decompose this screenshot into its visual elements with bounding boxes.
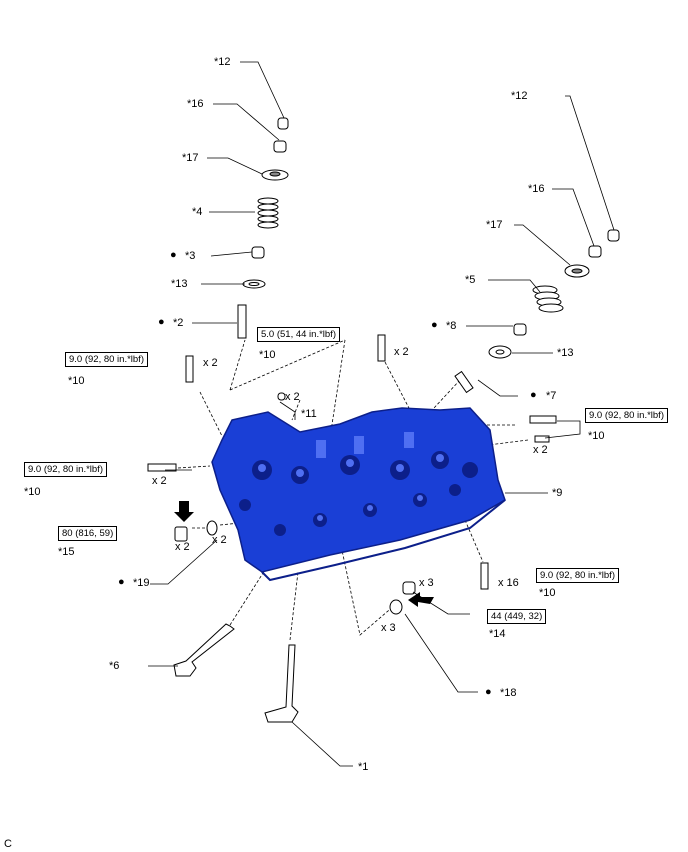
install-arrows <box>174 501 434 607</box>
valves <box>173 623 299 723</box>
torque-box-right-upper: 9.0 (92, 80 in.*lbf) <box>585 408 668 423</box>
callout-4: *4 <box>192 206 203 218</box>
callout-13-left: *13 <box>171 278 188 290</box>
bullet-18: ● <box>485 686 492 698</box>
callout-10-left-lower: *10 <box>24 486 41 498</box>
bullet-7: ● <box>530 389 537 401</box>
bullet-8: ● <box>431 319 438 331</box>
callout-12-right: *12 <box>511 90 528 102</box>
leader-lines <box>148 61 615 767</box>
callout-7: *7 <box>546 390 557 402</box>
callout-17-left: *17 <box>182 152 199 164</box>
qty-plug: x 2 <box>175 541 190 553</box>
callout-2: *2 <box>173 317 184 329</box>
callout-16-right: *16 <box>528 183 545 195</box>
bullet-2: ● <box>158 316 165 328</box>
callout-11: *11 <box>301 408 317 420</box>
callout-9: *9 <box>552 487 563 499</box>
callout-6: *6 <box>109 660 120 672</box>
torque-box-top: 5.0 (51, 44 in.*lbf) <box>257 327 340 342</box>
small-parts <box>147 117 620 615</box>
torque-box-plug-14: 44 (449, 32) <box>487 609 547 624</box>
torque-box-right-lower: 9.0 (92, 80 in.*lbf) <box>536 568 619 583</box>
valve-spring-left <box>257 197 279 229</box>
qty-stud-right: x 2 <box>533 444 548 456</box>
diagram-id: C <box>4 838 12 850</box>
torque-box-left-upper: 9.0 (92, 80 in.*lbf) <box>65 352 148 367</box>
cylinder-head <box>211 407 506 582</box>
callout-15: *15 <box>58 546 75 558</box>
qty-stud-bottom: x 16 <box>498 577 519 589</box>
callout-10-left-upper: *10 <box>68 375 85 387</box>
qty-pin: x 2 <box>285 391 300 403</box>
bullet-19: ● <box>118 576 125 588</box>
callout-8: *8 <box>446 320 457 332</box>
callout-3: *3 <box>185 250 196 262</box>
callout-17-right: *17 <box>486 219 503 231</box>
callout-18: *18 <box>500 687 517 699</box>
qty-stud-top: x 2 <box>394 346 409 358</box>
qty-stud-left: x 2 <box>203 357 218 369</box>
bullet-3: ● <box>170 249 177 261</box>
qty-gasket-19: x 2 <box>212 534 227 546</box>
callout-13-right: *13 <box>557 347 574 359</box>
callout-19: *19 <box>133 577 150 589</box>
torque-box-left-lower: 9.0 (92, 80 in.*lbf) <box>24 462 107 477</box>
qty-plug-14: x 3 <box>419 577 434 589</box>
callout-5: *5 <box>465 274 476 286</box>
torque-box-plug-15: 80 (816, 59) <box>58 526 118 541</box>
callout-10-right-upper: *10 <box>588 430 605 442</box>
valve-spring-right <box>532 285 564 313</box>
callout-10-right-lower: *10 <box>539 587 556 599</box>
callout-10-top: *10 <box>259 349 276 361</box>
qty-gasket-18: x 3 <box>381 622 396 634</box>
qty-stud-left-lower: x 2 <box>152 475 167 487</box>
callout-14: *14 <box>489 628 506 640</box>
callout-12-left: *12 <box>214 56 231 68</box>
callout-1: *1 <box>358 761 369 773</box>
callout-16-left: *16 <box>187 98 204 110</box>
